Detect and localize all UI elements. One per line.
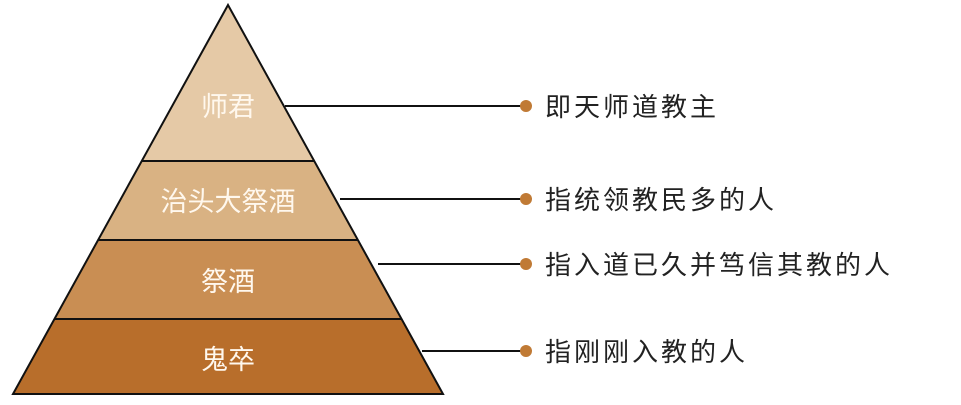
bullet-dot-1 [520, 100, 532, 112]
tier-label-2: 治头大祭酒 [161, 187, 296, 218]
pyramid-outline [11, 2, 445, 395]
tier-description-2: 指统领教民多的人 [545, 186, 777, 216]
tier-description-4: 指刚刚入教的人 [545, 338, 748, 368]
tier-label-3: 祭酒 [201, 267, 255, 298]
tier-description-1: 即天师道教主 [545, 93, 719, 123]
bullet-dot-3 [520, 258, 532, 270]
bullet-dot-2 [520, 193, 532, 205]
tier-description-3: 指入道已久并笃信其教的人 [545, 251, 893, 281]
tier-fill-1 [13, 5, 443, 161]
tier-label-1: 师君 [201, 92, 255, 123]
tier-fill-4 [13, 319, 443, 394]
bullet-dot-4 [520, 345, 532, 357]
tier-label-4: 鬼卒 [201, 345, 255, 376]
